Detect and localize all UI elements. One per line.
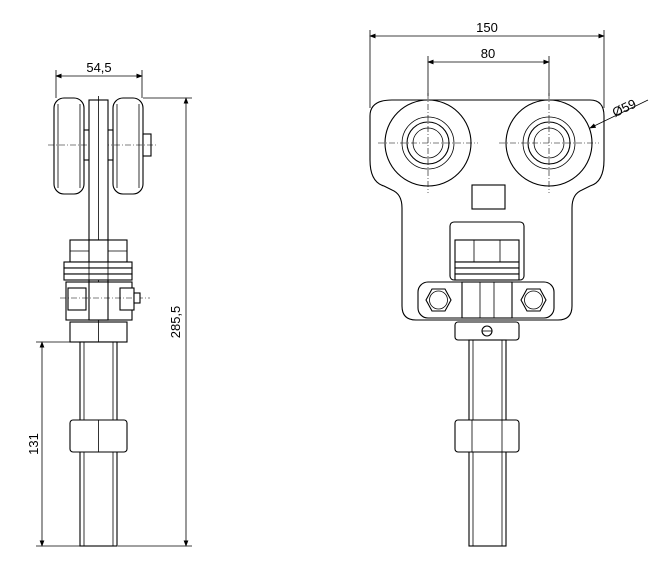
front-slot [471,184,506,210]
dim-bolt-length: 131 [26,341,80,547]
side-washers [63,261,133,281]
front-wheel-left [378,93,478,193]
dim-front-width-label: 150 [476,20,498,35]
dim-side-height-label: 285,5 [168,306,183,339]
front-wheel-right [499,93,599,193]
dim-side-width: 54,5 [55,60,143,98]
side-wheel-right [112,97,144,195]
dim-front-width: 150 [369,20,605,108]
front-upper-nut [449,221,525,281]
side-lower-nut [69,321,128,343]
dim-side-width-label: 54,5 [86,60,111,75]
front-rod-nut [454,419,520,453]
front-view: 150 80 Ø59 [369,20,649,547]
front-clamp-plate [417,281,555,319]
side-view: 54,5 285,5 131 [26,60,192,547]
front-bolt-left [425,288,452,312]
side-lower-clamp [60,281,150,321]
dim-side-height: 285,5 [118,97,192,547]
dim-wheel-spacing: 80 [427,46,550,96]
front-lower-nut [454,321,520,341]
dim-wheel-diameter-label: Ø59 [610,96,639,120]
dim-wheel-spacing-label: 80 [481,46,495,61]
dim-bolt-length-label: 131 [26,433,41,455]
front-bolt-right [520,288,547,312]
side-rod-nut [69,419,128,453]
side-upper-nut [69,239,128,263]
side-wheel-left [53,97,85,195]
